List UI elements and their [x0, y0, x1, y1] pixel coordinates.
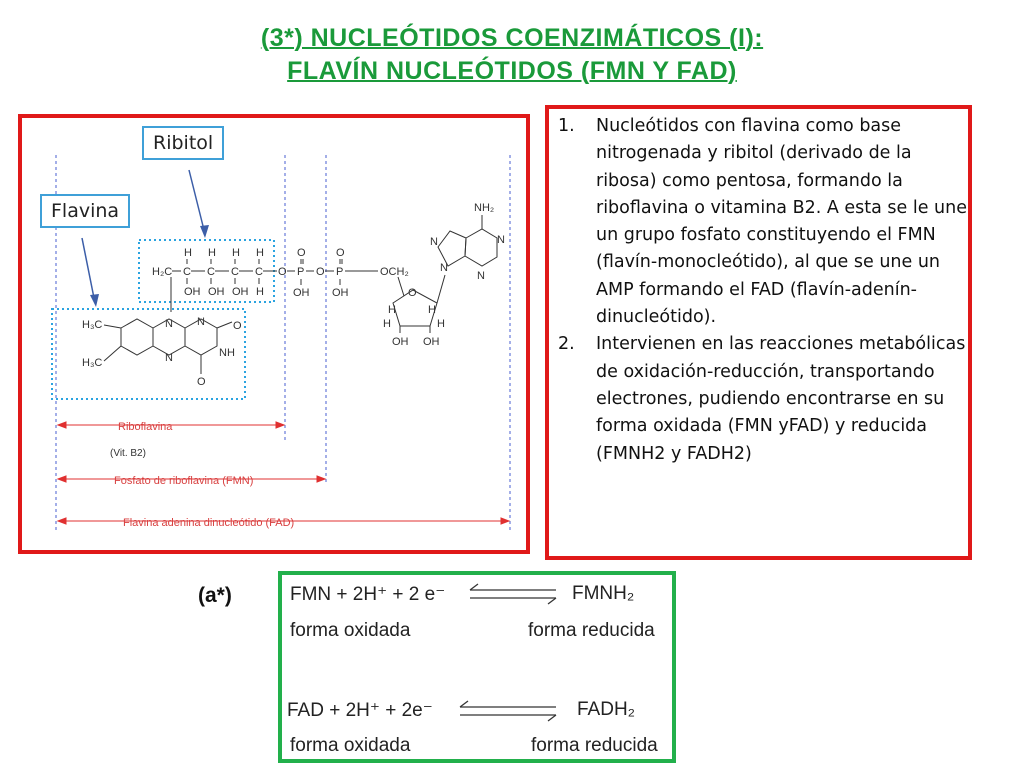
equilibrium-arrow-1 [469, 583, 557, 605]
svg-text:O: O [297, 247, 306, 259]
svg-text:N: N [165, 352, 173, 364]
ribitol-callout: Ribitol [142, 126, 225, 160]
reaction-1-right: FMNH₂ [572, 583, 635, 604]
flavin-ring: H₃C H₃C N N N NH O O [82, 316, 242, 388]
span-riboflavina [56, 421, 286, 429]
svg-text:N: N [165, 318, 173, 330]
svg-text:H: H [208, 247, 216, 259]
reaction-2-left: FAD + 2H⁺ + 2e⁻ [287, 700, 433, 721]
svg-text:C: C [183, 266, 191, 278]
label-fad: Flavina adenina dinucleótido (FAD) [123, 517, 294, 529]
svg-text:OH: OH [208, 286, 225, 298]
label-fmn: Fosfato de riboflavina (FMN) [114, 475, 253, 487]
list-item-2: 2.Intervienen en las reacciones metabóli… [558, 334, 966, 464]
reaction-1-right-label: forma reducida [528, 620, 655, 641]
ribose-ring: O H H H H OH OH [383, 274, 446, 348]
title-line-1: (3*) NUCLEÓTIDOS COENZIMÁTICOS (I): [260, 24, 764, 52]
label-riboflavina: Riboflavina [118, 421, 173, 433]
svg-text:N: N [430, 236, 438, 248]
svg-text:C: C [231, 266, 239, 278]
svg-text:O: O [316, 266, 325, 278]
reaction-2-left-label: forma oxidada [290, 735, 411, 756]
svg-text:OH: OH [184, 286, 201, 298]
svg-text:N: N [477, 270, 485, 282]
svg-text:H: H [232, 247, 240, 259]
svg-text:H₃C: H₃C [82, 319, 102, 331]
svg-text:H₂C: H₂C [152, 266, 172, 278]
svg-text:H: H [256, 247, 264, 259]
reaction-2-right-label: forma reducida [531, 735, 658, 756]
svg-text:NH₂: NH₂ [474, 202, 494, 214]
structure-panel [18, 114, 530, 554]
reaction-1-left: FMN + 2H⁺ + 2 e⁻ [290, 584, 446, 605]
svg-text:OH: OH [293, 287, 310, 299]
svg-text:O: O [336, 247, 345, 259]
description-list: 1.Nucleótidos con flavina como base nitr… [558, 113, 968, 468]
svg-text:H: H [388, 304, 396, 316]
svg-text:H: H [184, 247, 192, 259]
svg-text:O: O [408, 287, 417, 299]
label-vit-b2: (Vit. B2) [110, 448, 146, 459]
flavina-highlight-box [51, 308, 246, 400]
ribitol-chain: H₂C C C C C O H H H H OH OH OH H [152, 247, 295, 312]
svg-text:C: C [207, 266, 215, 278]
svg-text:O: O [278, 266, 287, 278]
reaction-2-right: FADH₂ [577, 699, 636, 720]
svg-text:O: O [197, 376, 206, 388]
flavina-callout: Flavina [40, 194, 131, 228]
svg-text:OCH₂: OCH₂ [380, 266, 409, 278]
svg-text:H₃C: H₃C [82, 357, 102, 369]
svg-text:P: P [297, 266, 304, 278]
reactions-key: (a*) [198, 584, 232, 607]
svg-text:H: H [428, 304, 436, 316]
reaction-1-left-label: forma oxidada [290, 620, 411, 641]
svg-text:OH: OH [423, 336, 440, 348]
list-item-1: 1.Nucleótidos con flavina como base nitr… [558, 116, 967, 328]
svg-text:N: N [497, 234, 505, 246]
svg-text:C: C [255, 266, 263, 278]
svg-text:OH: OH [332, 287, 349, 299]
svg-text:OH: OH [392, 336, 409, 348]
adenine-ring: NH₂ N N N N [430, 202, 505, 282]
svg-text:P: P [336, 266, 343, 278]
span-fmn [56, 475, 327, 483]
description-panel [545, 105, 972, 560]
svg-text:NH: NH [219, 347, 235, 359]
svg-text:O: O [233, 320, 242, 332]
svg-text:H: H [383, 318, 391, 330]
title-line-2: FLAVÍN NUCLEÓTIDOS (FMN Y FAD) [287, 57, 737, 85]
phosphate-groups: P O OH O P O OH OCH₂ [293, 247, 409, 299]
equilibrium-arrow-2 [459, 700, 557, 722]
svg-text:H: H [256, 286, 264, 298]
svg-text:N: N [440, 262, 448, 274]
svg-text:OH: OH [232, 286, 249, 298]
reactions-panel [278, 571, 676, 763]
svg-text:H: H [437, 318, 445, 330]
svg-text:N: N [197, 316, 205, 328]
span-fad [56, 517, 511, 525]
